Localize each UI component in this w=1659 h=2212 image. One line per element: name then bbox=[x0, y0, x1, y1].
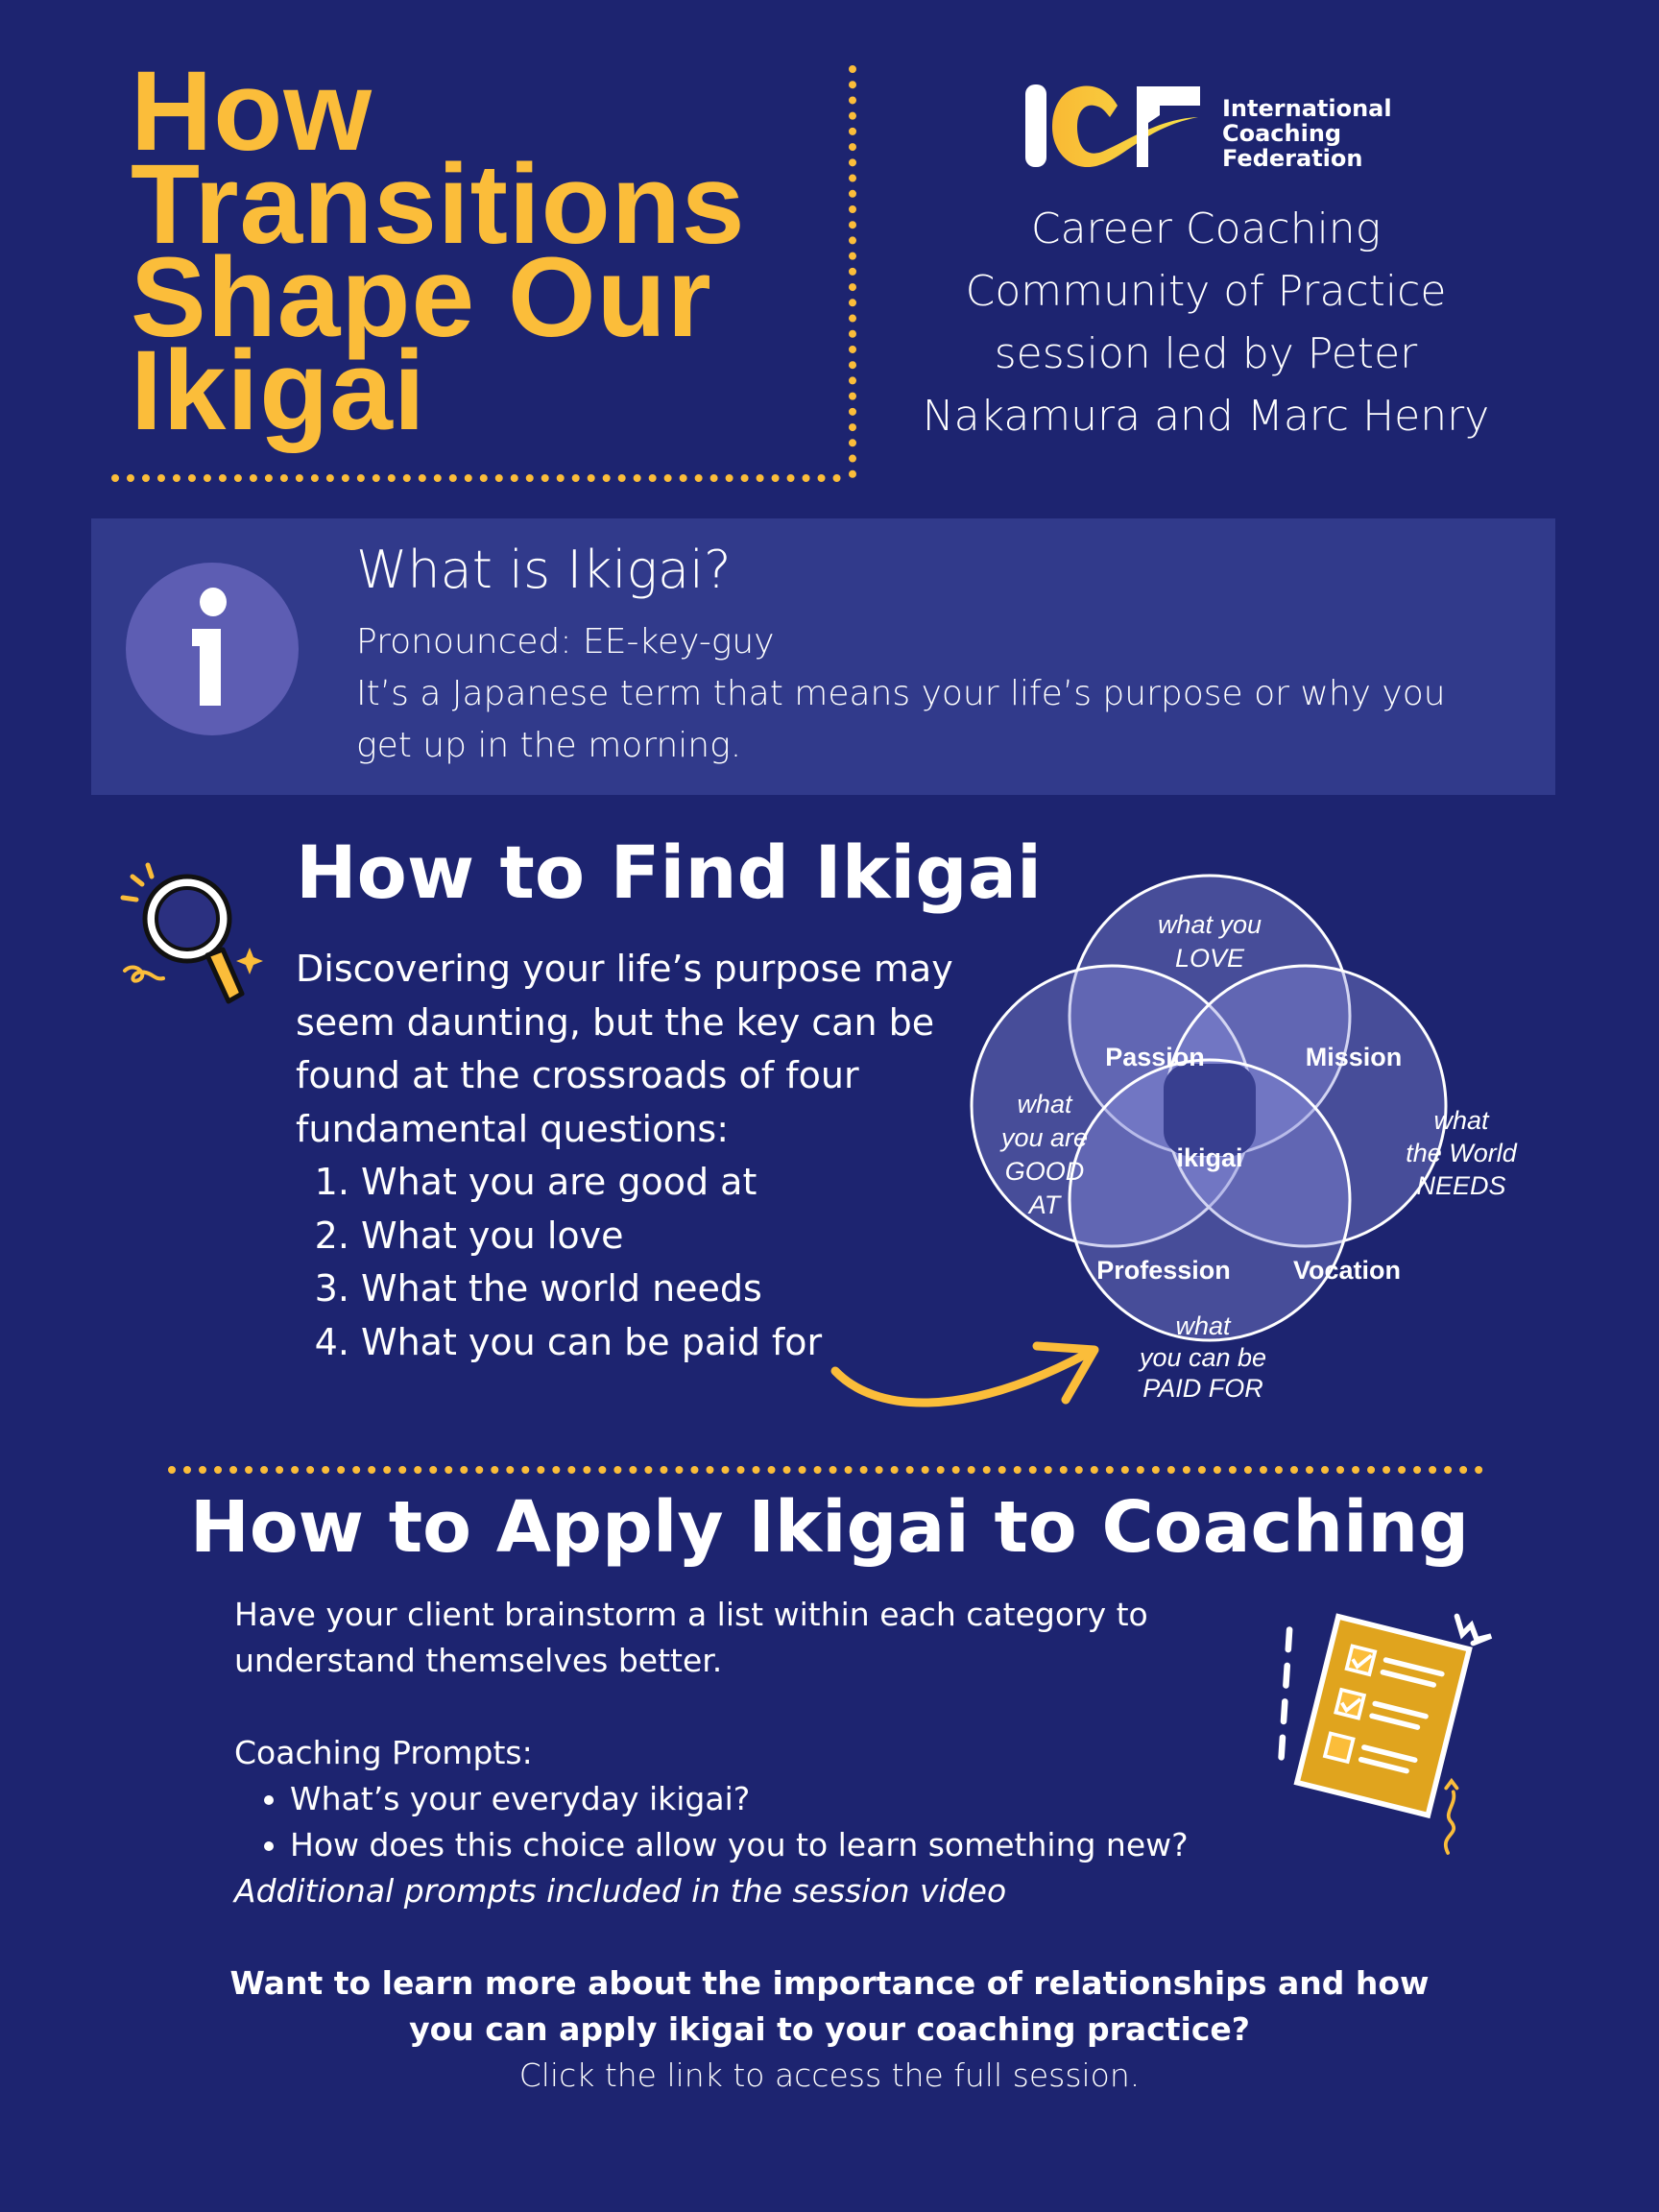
info-heading: What is Ikigai? bbox=[356, 540, 732, 600]
session-line: Nakamura and Marc Henry bbox=[922, 392, 1490, 441]
label-vocation: Vocation bbox=[1293, 1256, 1401, 1285]
apply-ikigai-heading: How to Apply Ikigai to Coaching bbox=[189, 1486, 1470, 1569]
circle-paid bbox=[1068, 1058, 1352, 1342]
label-love: what you bbox=[1158, 910, 1262, 939]
dotted-divider-vertical bbox=[849, 65, 856, 478]
title-line: Ikigai bbox=[131, 327, 426, 454]
label-paid: what bbox=[1175, 1311, 1232, 1340]
icf-logo bbox=[1025, 84, 1200, 167]
label-good: GOOD bbox=[1005, 1157, 1085, 1186]
session-line: session led by Peter bbox=[994, 329, 1418, 378]
info-icon-dot bbox=[200, 588, 227, 616]
title-line: How bbox=[131, 48, 373, 175]
find-ikigai-text: Discovering your life’s purpose may seem… bbox=[296, 943, 1025, 1369]
call-to-action: Want to learn more about the importance … bbox=[0, 1960, 1659, 2099]
dotted-divider bbox=[168, 1466, 1483, 1474]
questions-list: What you are good at What you love What … bbox=[296, 1156, 1025, 1369]
page-title: How Transitions Shape Our Ikigai bbox=[131, 48, 746, 454]
what-is-ikigai-box bbox=[91, 518, 1555, 795]
session-line: Community of Practice bbox=[965, 267, 1447, 316]
label-good: what bbox=[1017, 1090, 1073, 1118]
logo-line: Federation bbox=[1222, 145, 1363, 172]
apply-intro: Have your client brainstorm a list withi… bbox=[234, 1596, 1148, 1679]
session-link[interactable]: Click the link to access the full sessio… bbox=[518, 2056, 1141, 2094]
prompts-label: Coaching Prompts: bbox=[234, 1734, 533, 1771]
list-item: What you can be paid for bbox=[361, 1316, 1025, 1370]
session-line: Career Coaching bbox=[1030, 204, 1382, 253]
title-line: Transitions bbox=[131, 141, 746, 268]
label-needs: the World bbox=[1406, 1139, 1518, 1167]
magnifying-glass-icon bbox=[120, 862, 263, 1004]
label-good: you are bbox=[999, 1123, 1088, 1152]
find-intro: Discovering your life’s purpose may seem… bbox=[296, 948, 953, 1150]
cta-line: Want to learn more about the importance … bbox=[229, 1964, 1430, 2002]
list-item: What you love bbox=[361, 1210, 1025, 1263]
label-profession: Profession bbox=[1096, 1256, 1231, 1285]
prompts-note: Additional prompts included in the sessi… bbox=[234, 1872, 1007, 1910]
list-item: What’s your everyday ikigai? bbox=[290, 1776, 1290, 1822]
label-passion: Passion bbox=[1105, 1043, 1205, 1071]
label-needs: NEEDS bbox=[1416, 1171, 1505, 1200]
list-item: How does this choice allow you to learn … bbox=[290, 1822, 1290, 1868]
label-good: AT bbox=[1027, 1190, 1063, 1219]
checklist-icon bbox=[1277, 1613, 1493, 1855]
logo-line: Coaching bbox=[1222, 120, 1342, 147]
label-love: LOVE bbox=[1175, 944, 1245, 973]
label-needs: what bbox=[1433, 1106, 1490, 1135]
logo-line: International bbox=[1222, 95, 1392, 122]
curved-arrow-icon bbox=[830, 1341, 1099, 1407]
ikigai-venn-diagram: what you LOVE what you are GOOD AT what … bbox=[970, 874, 1518, 1403]
list-item: What you are good at bbox=[361, 1156, 1025, 1210]
find-ikigai-heading: How to Find Ikigai bbox=[296, 830, 1043, 915]
label-paid: you can be bbox=[1138, 1343, 1266, 1372]
title-line: Shape Our bbox=[131, 234, 712, 361]
icf-logo-text: International Coaching Federation bbox=[1222, 96, 1392, 171]
session-description: Career Coaching Community of Practice se… bbox=[864, 198, 1548, 447]
label-mission: Mission bbox=[1306, 1043, 1403, 1071]
dotted-divider-horizontal bbox=[111, 474, 841, 482]
info-text: Pronounced: EE-key-guy It’s a Japanese t… bbox=[356, 616, 1508, 772]
apply-ikigai-text: Have your client brainstorm a list withi… bbox=[234, 1592, 1290, 1914]
cta-line: you can apply ikigai to your coaching pr… bbox=[409, 2010, 1250, 2048]
label-paid: PAID FOR bbox=[1142, 1374, 1263, 1403]
definition: It’s a Japanese term that means your lif… bbox=[356, 674, 1446, 765]
list-item: What the world needs bbox=[361, 1262, 1025, 1316]
label-ikigai: ikigai bbox=[1176, 1143, 1242, 1172]
pronunciation: Pronounced: EE-key-guy bbox=[356, 622, 775, 661]
info-icon-stem bbox=[192, 629, 221, 706]
ikigai-center bbox=[1164, 1064, 1256, 1156]
prompts-list: What’s your everyday ikigai? How does th… bbox=[234, 1776, 1290, 1868]
